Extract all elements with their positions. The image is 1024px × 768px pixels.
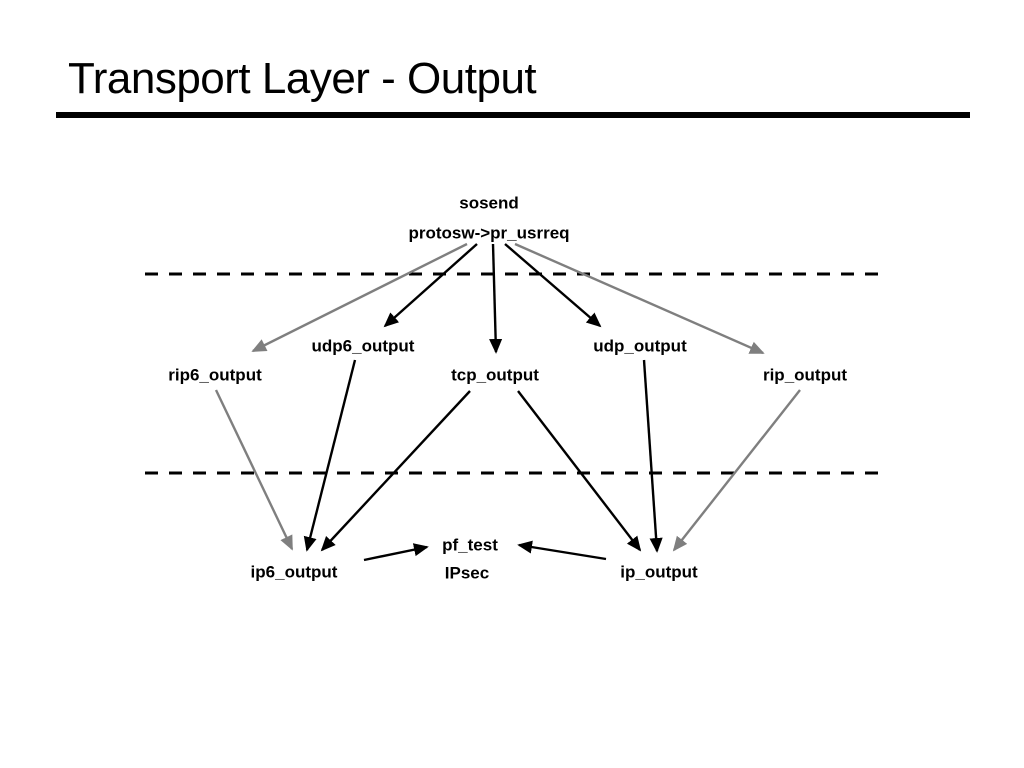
edge-sosend-to-tcp_output xyxy=(489,243,503,354)
page-title: Transport Layer - Output xyxy=(68,54,537,103)
node-pf_test-line1: pf_test xyxy=(442,535,498,554)
edge-rip6_output-to-ip6_output xyxy=(214,389,294,551)
edge-ip6_output-to-pf_test xyxy=(363,543,429,562)
node-rip6_output: rip6_output xyxy=(168,365,262,384)
edge-sosend-to-udp6_output xyxy=(383,243,478,328)
edge-sosend-to-rip_output xyxy=(514,242,765,355)
edge-tcp_output-to-ip_output xyxy=(517,390,642,552)
node-tcp_output: tcp_output xyxy=(451,365,539,384)
node-pf_test-line2: IPsec xyxy=(445,563,489,582)
edge-rip_output-to-ip_output xyxy=(672,389,801,552)
node-ip6_output: ip6_output xyxy=(251,562,338,581)
node-ip_output: ip_output xyxy=(620,562,698,581)
edge-sosend-to-rip6_output xyxy=(251,242,468,353)
title-underline-rule xyxy=(56,112,970,118)
edge-ip_output-to-pf_test xyxy=(517,540,607,561)
edge-udp6_output-to-ip6_output xyxy=(303,359,357,552)
edge-tcp_output-to-ip6_output xyxy=(320,390,471,552)
node-sosend-line2: protosw->pr_usrreq xyxy=(408,223,569,242)
node-rip_output: rip_output xyxy=(763,365,847,384)
node-sosend-line1: sosend xyxy=(459,193,519,212)
node-udp6_output: udp6_output xyxy=(312,336,415,355)
edge-udp_output-to-ip_output xyxy=(642,359,663,553)
edge-sosend-to-udp_output xyxy=(504,243,602,328)
node-udp_output: udp_output xyxy=(593,336,687,355)
